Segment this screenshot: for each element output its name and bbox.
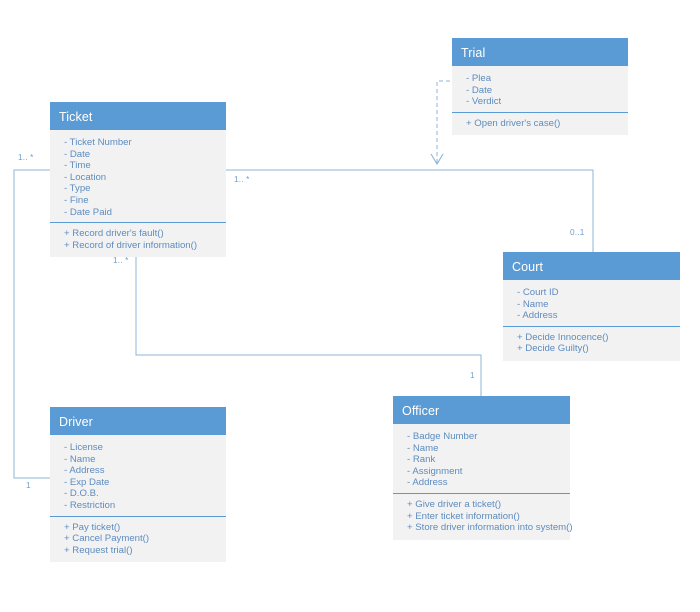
- attribute-row: - Assignment: [407, 465, 463, 477]
- attribute-row: - License: [64, 442, 103, 453]
- operation-row: + Decide Guilty(): [517, 343, 589, 355]
- operation-row: + Enter ticket information(): [407, 510, 520, 522]
- class-operations-trial: + Open driver's case(): [452, 111, 628, 136]
- attribute-row: - Verdict: [466, 96, 502, 108]
- attribute-row: - Ticket Number: [64, 137, 132, 148]
- operation-row: + Record of driver information(): [64, 239, 198, 251]
- class-attributes-trial: - Plea - Date - Verdict: [452, 66, 628, 112]
- attribute-row: - Type: [64, 183, 91, 195]
- attribute-row: - Name: [64, 453, 96, 465]
- class-operations-driver: + Pay ticket() + Cancel Payment() + Requ…: [50, 515, 226, 563]
- connector-ticket-officer: [135, 243, 482, 396]
- attribute-row: - Date Paid: [64, 206, 112, 218]
- class-title-trial: Trial: [452, 38, 628, 66]
- class-box-trial[interactable]: Trial - Plea - Date - Verdict + Open dri…: [452, 38, 628, 136]
- class-title-ticket: Ticket: [50, 102, 226, 130]
- class-operations-court: + Decide Innocence() + Decide Guilty(): [503, 325, 680, 361]
- operation-row: + Record driver's fault(): [64, 228, 164, 240]
- operation-row: + Decide Innocence(): [517, 331, 609, 343]
- class-box-driver[interactable]: Driver - License - Name - Address - Exp …: [50, 407, 226, 563]
- attribute-row: - Exp Date: [64, 476, 110, 488]
- class-operations-officer: + Give driver a ticket() + Enter ticket …: [393, 492, 573, 540]
- connector-ticket-court: [226, 169, 594, 252]
- attribute-row: - Name: [517, 298, 549, 310]
- multiplicity-officer-end: 1: [470, 371, 475, 380]
- operation-row: + Request trial(): [64, 544, 133, 556]
- class-title-court: Court: [503, 252, 680, 280]
- trial-arrowhead: [430, 153, 444, 166]
- attribute-row: - Address: [407, 477, 448, 489]
- attribute-row: - Location: [64, 171, 107, 183]
- class-title-officer: Officer: [393, 396, 570, 424]
- class-attributes-court: - Court ID - Name - Address: [503, 280, 680, 326]
- operation-row: + Cancel Payment(): [64, 533, 150, 545]
- class-operations-ticket: + Record driver's fault() + Record of dr…: [50, 222, 226, 257]
- multiplicity-driver-end: 1: [26, 481, 31, 490]
- class-box-ticket[interactable]: Ticket - Ticket Number - Date - Time - L…: [50, 102, 226, 258]
- attribute-row: - D.O.B.: [64, 488, 99, 500]
- connector-ticket-driver: [13, 169, 50, 479]
- connector-trial-dependency: [436, 80, 452, 163]
- operation-row: + Open driver's case(): [466, 117, 561, 129]
- attribute-row: - Rank: [407, 454, 436, 466]
- attribute-row: - Address: [517, 310, 558, 322]
- attribute-row: - Date: [466, 84, 493, 96]
- class-attributes-driver: - License - Name - Address - Exp Date - …: [50, 435, 226, 516]
- attribute-row: - Plea: [466, 73, 492, 84]
- multiplicity-ticket-officer: 1.. *: [113, 256, 129, 265]
- attribute-row: - Address: [64, 465, 105, 477]
- attribute-row: - Date: [64, 148, 91, 160]
- attribute-row: - Court ID: [517, 287, 559, 298]
- class-attributes-ticket: - Ticket Number - Date - Time - Location…: [50, 130, 226, 222]
- attribute-row: - Badge Number: [407, 431, 478, 442]
- class-box-court[interactable]: Court - Court ID - Name - Address + Deci…: [503, 252, 680, 361]
- multiplicity-court-end: 0..1: [570, 228, 585, 237]
- attribute-row: - Name: [407, 442, 439, 454]
- multiplicity-ticket-driver-left: 1.. *: [18, 153, 34, 162]
- class-title-driver: Driver: [50, 407, 226, 435]
- attribute-row: - Time: [64, 160, 91, 172]
- operation-row: + Pay ticket(): [64, 521, 121, 533]
- operation-row: + Give driver a ticket(): [407, 498, 502, 510]
- operation-row: + Store driver information into system(): [407, 522, 573, 534]
- multiplicity-ticket-trial: 1.. *: [234, 175, 250, 184]
- attribute-row: - Fine: [64, 194, 89, 206]
- attribute-row: - Restriction: [64, 499, 116, 511]
- class-box-officer[interactable]: Officer - Badge Number - Name - Rank - A…: [393, 396, 573, 540]
- class-attributes-officer: - Badge Number - Name - Rank - Assignmen…: [393, 424, 570, 493]
